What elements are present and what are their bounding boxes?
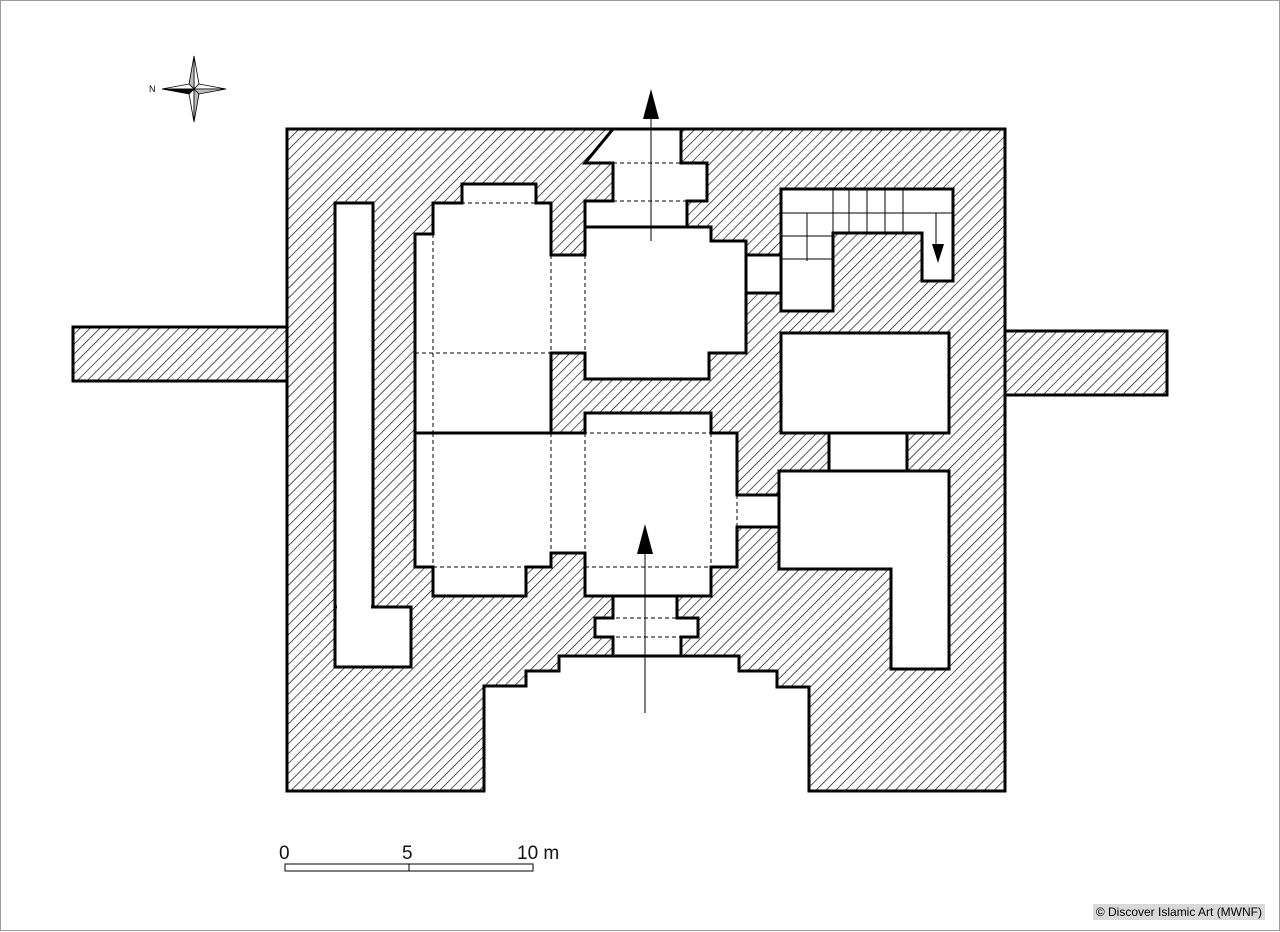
exit-arrow-north <box>643 89 659 241</box>
west-corridor <box>333 201 375 669</box>
east-room-north <box>779 331 951 435</box>
scale-label-0: 0 <box>279 843 290 864</box>
entry-arrow-south <box>637 524 653 713</box>
wall-extension-west <box>71 325 291 383</box>
corridor-joint <box>337 605 371 609</box>
stair-direction-arrow <box>932 244 944 263</box>
east-room-connector <box>827 431 909 473</box>
copyright-credit: © Discover Islamic Art (MWNF) <box>1092 904 1265 920</box>
compass-rose-icon: N <box>149 55 227 123</box>
east-passage-north <box>744 253 783 295</box>
scale-label-5: 5 <box>402 843 413 864</box>
compass-north-label: N <box>149 84 156 94</box>
wall-extension-east <box>1001 329 1169 397</box>
staircase-room <box>779 187 955 313</box>
scale-bar: 0 5 10 m <box>279 843 559 872</box>
east-room-south <box>777 469 951 671</box>
southwest-hall <box>413 411 781 598</box>
west-corridor-foot <box>333 605 413 669</box>
stair-treads <box>781 189 953 261</box>
scale-label-10m: 10 m <box>517 843 559 864</box>
